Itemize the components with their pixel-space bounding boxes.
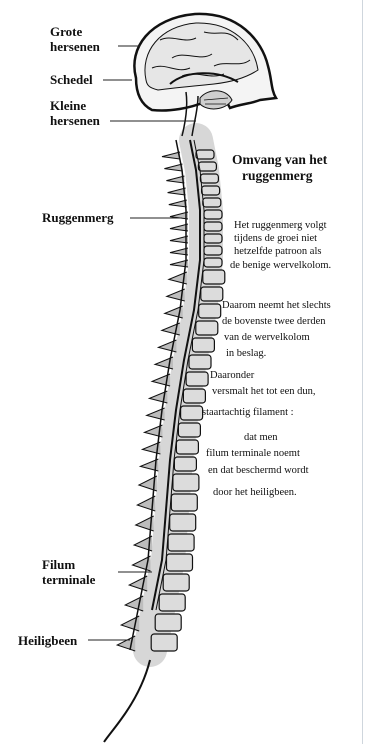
vertebra-body [159,594,185,611]
vertebra-body [192,338,214,352]
vertebra-body [181,406,203,420]
vertebra-body [204,258,222,267]
vertebra-body [178,423,200,437]
heading-line2: ruggenmerg [242,168,312,184]
vertebra-body [174,457,196,471]
description-line6: de bovenste twee derden [222,316,326,328]
vertebra-body [204,246,222,255]
vertebra-body [155,614,181,631]
label-heiligbeen: Heiligbeen [18,633,77,648]
vertebra-body [176,440,198,454]
label-ruggenmerg: Ruggenmerg [42,210,114,225]
label-schedel: Schedel [50,72,93,87]
vertebra-body [171,494,197,511]
label-kleine-hersenen: Kleine hersenen [50,98,100,128]
description-line13: filum terminale noemt [206,448,300,460]
vertebra-body [163,574,189,591]
vertebra-body [151,634,177,651]
coccyx-tail [104,660,150,742]
vertebra-body [183,389,205,403]
vertebra-body [196,150,214,159]
vertebra-body [204,234,222,243]
description-line14: en dat beschermd wordt [208,465,309,477]
description-line3: hetzelfde patroon als [234,246,321,258]
vertebra-body [202,186,220,195]
vertebra-body [196,321,218,335]
vertebra-body [167,554,193,571]
label-filum-terminale-line2: terminale [42,572,95,587]
vertebra-body [189,355,211,369]
label-kleine-hersenen-line2: hersenen [50,113,100,128]
description-line7: van de wervelkolom [224,332,310,344]
description-line11: staartachtig filament : [202,407,294,419]
label-grote-hersenen-line2: hersenen [50,39,100,54]
description-line12: dat men [244,432,278,444]
description-line10: versmalt het tot een dun, [212,386,316,398]
vertebra-body [198,162,216,171]
vertebra-body [204,222,222,231]
vertebra-body [203,270,225,284]
label-grote-hersenen-line1: Grote [50,24,100,39]
vertebra-body [203,198,221,207]
vertebra-body [200,174,218,183]
description-line8: in beslag. [226,348,266,360]
label-grote-hersenen: Grote hersenen [50,24,100,54]
description-line15: door het heiligbeen. [213,487,297,499]
label-filum-terminale: Filum terminale [42,557,95,587]
spinous-process [169,200,187,207]
spinous-process [168,188,186,195]
vertebra-body [170,514,196,531]
vertebra-body [186,372,208,386]
brain-drawing [134,14,276,136]
description-line1: Het ruggenmerg volgt [234,220,327,232]
vertebra-body [204,210,222,219]
description-line9: Daaronder [210,370,254,382]
label-filum-terminale-line1: Filum [42,557,95,572]
vertebra-body [168,534,194,551]
spinous-process [162,152,180,159]
description-line2: tijdens de groei niet [234,233,317,245]
description-line5: Daarom neemt het slechts [222,300,331,312]
spinous-process [164,164,182,171]
vertebra-body [199,304,221,318]
description-line4: de benige wervelkolom. [230,260,331,272]
vertebra-body [201,287,223,301]
spinous-process [166,176,184,183]
vertebral-column [104,140,225,742]
right-border [362,0,363,744]
label-kleine-hersenen-line1: Kleine [50,98,100,113]
heading-line1: Omvang van het [232,152,327,168]
vertebra-body [173,474,199,491]
